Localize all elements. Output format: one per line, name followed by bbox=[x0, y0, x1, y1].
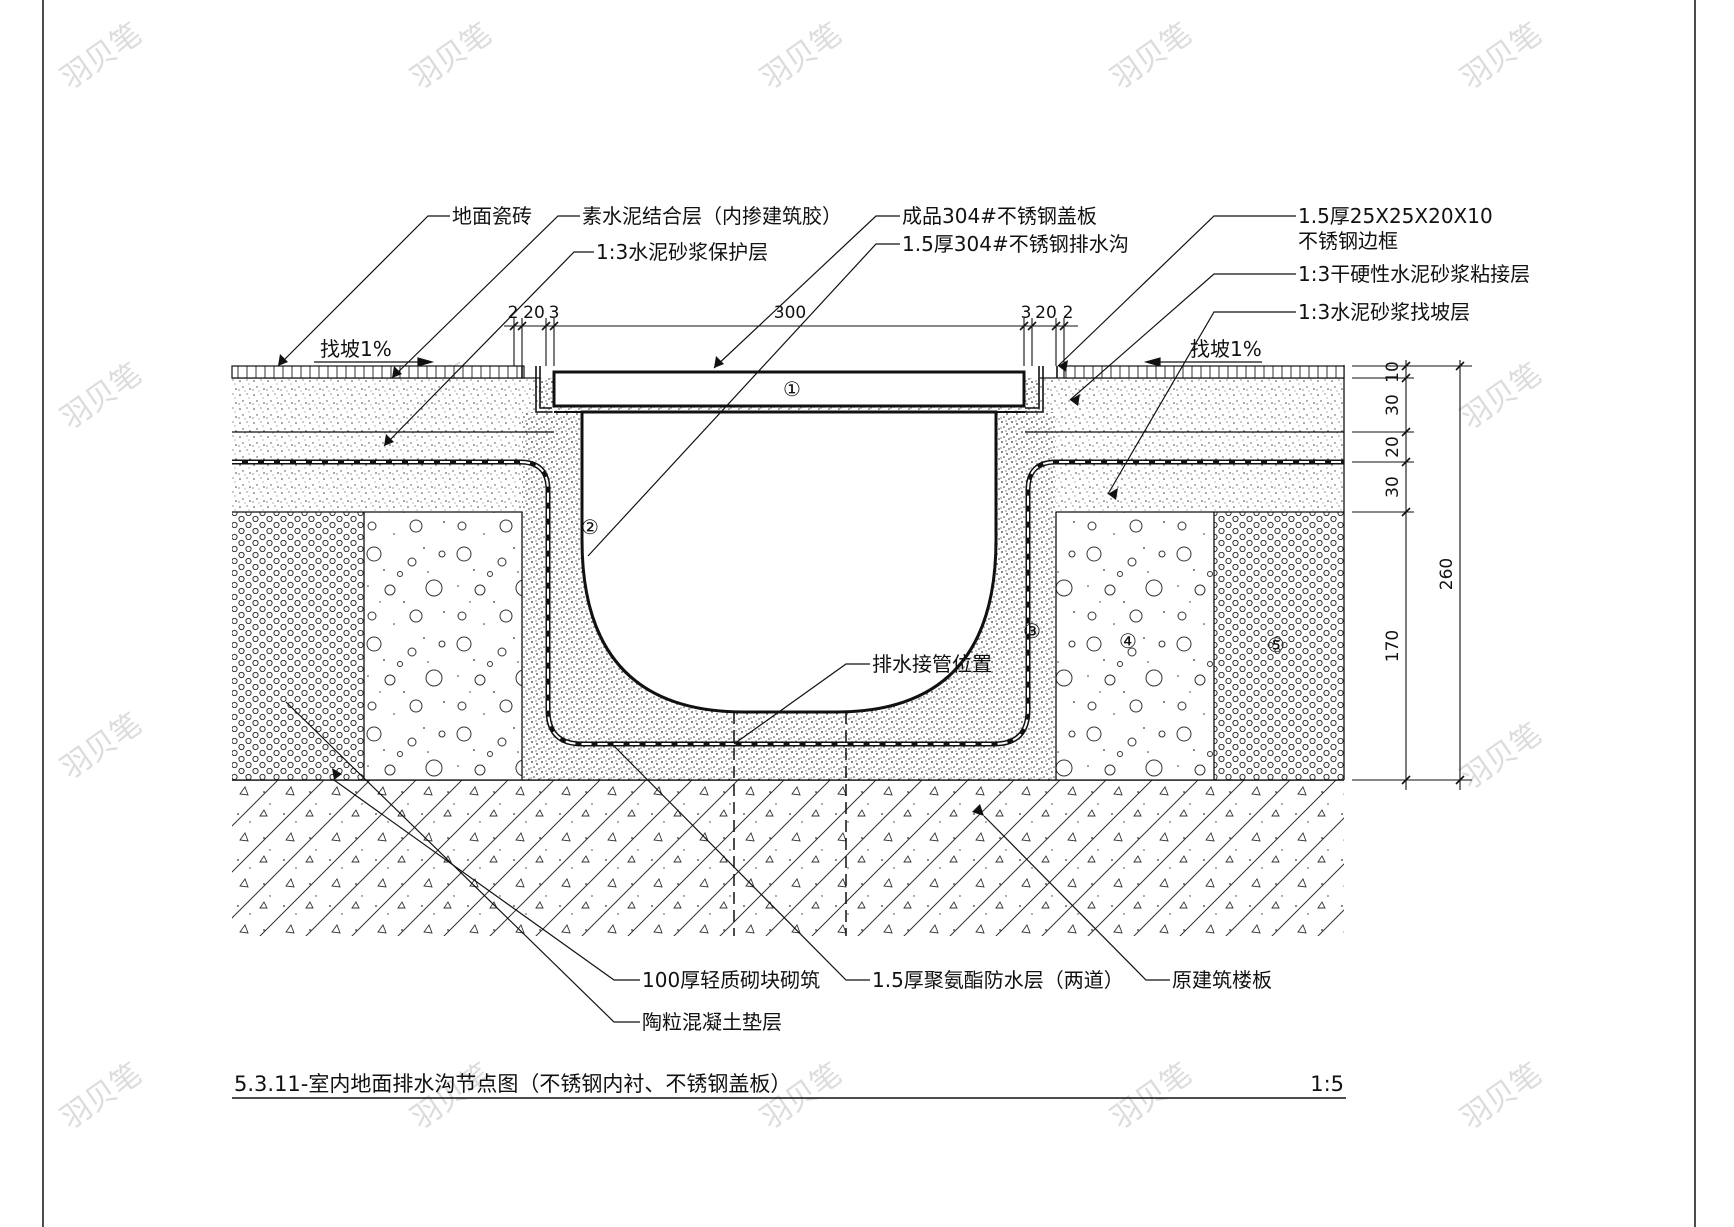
top-dimensions bbox=[504, 318, 1078, 366]
label-waterproof: 1.5厚聚氨酯防水层（两道） bbox=[872, 968, 1124, 992]
channel-liner bbox=[580, 410, 998, 714]
dim-right-0: 10 bbox=[1383, 361, 1403, 383]
marker-5: ⑤ bbox=[1267, 633, 1285, 657]
drain-pipe-position bbox=[733, 712, 847, 936]
watermark-mark: 羽贝笔 bbox=[755, 16, 849, 96]
drawing-scale: 1:5 bbox=[1310, 1072, 1344, 1096]
watermark-mark: 羽贝笔 bbox=[1105, 16, 1199, 96]
dim-right-1: 30 bbox=[1383, 394, 1403, 416]
dim-top-right-2: 2 bbox=[1063, 303, 1074, 323]
drawing-title: 5.3.11-室内地面排水沟节点图（不锈钢内衬、不锈钢盖板） bbox=[234, 1072, 791, 1096]
label-drain-pipe: 排水接管位置 bbox=[872, 652, 992, 676]
watermark-mark: 羽贝笔 bbox=[55, 16, 149, 96]
marker-2: ② bbox=[581, 515, 599, 539]
ceramsite-pad-right bbox=[1214, 512, 1344, 780]
block-masonry-right bbox=[1056, 512, 1214, 780]
dim-right-3: 30 bbox=[1383, 476, 1403, 498]
label-frame-line1: 1.5厚25X25X20X10 bbox=[1298, 204, 1493, 228]
watermark-mark: 羽贝笔 bbox=[1455, 16, 1549, 96]
right-dimension-text: 10 30 20 30 170 260 bbox=[1383, 361, 1457, 662]
dim-top-left-0: 2 bbox=[508, 303, 519, 323]
stainless-frame-right bbox=[1025, 366, 1058, 413]
label-channel: 1.5厚304#不锈钢排水沟 bbox=[902, 232, 1129, 256]
leader-arrows bbox=[278, 354, 1118, 816]
watermark-mark: 羽贝笔 bbox=[1455, 716, 1549, 796]
label-tile: 地面瓷砖 bbox=[452, 204, 532, 228]
slope-arrows bbox=[314, 357, 1262, 367]
label-slope-left: 找坡1% bbox=[320, 337, 392, 361]
watermark-mark: 羽贝笔 bbox=[1455, 1056, 1549, 1136]
right-dimensions bbox=[1352, 360, 1472, 790]
title-block: 5.3.11-室内地面排水沟节点图（不锈钢内衬、不锈钢盖板） 1:5 bbox=[232, 1072, 1346, 1099]
floor-tile-right bbox=[1063, 365, 1345, 379]
label-cover-plate: 成品304#不锈钢盖板 bbox=[902, 204, 1097, 228]
watermark-mark: 羽贝笔 bbox=[405, 1056, 499, 1136]
labels: 地面瓷砖 素水泥结合层（内掺建筑胶） 1:3水泥砂浆保护层 成品304#不锈钢盖… bbox=[320, 204, 1530, 1034]
floor-tile-left bbox=[231, 365, 525, 379]
dim-right-4: 170 bbox=[1383, 630, 1403, 662]
marker-4: ④ bbox=[1119, 629, 1137, 653]
dim-top-left-2: 3 bbox=[549, 303, 560, 323]
marker-1: ① bbox=[783, 377, 801, 401]
dim-top-width: 300 bbox=[774, 303, 806, 323]
ceramsite-pad-left bbox=[232, 512, 364, 780]
watermark-mark: 羽贝笔 bbox=[55, 706, 149, 786]
dim-top-right-1: 20 bbox=[1035, 303, 1057, 323]
waterproof-membrane bbox=[232, 459, 1344, 747]
dim-right-2: 20 bbox=[1383, 436, 1403, 458]
label-frame-line2: 不锈钢边框 bbox=[1298, 229, 1398, 253]
label-dry-mortar: 1:3干硬性水泥砂浆粘接层 bbox=[1298, 262, 1530, 286]
watermark-mark: 羽贝笔 bbox=[1105, 1056, 1199, 1136]
sheet-border bbox=[42, 0, 1696, 1227]
marker-3: ③ bbox=[1023, 619, 1041, 643]
dim-top-left-1: 20 bbox=[523, 303, 545, 323]
label-ceramsite: 陶粒混凝土垫层 bbox=[642, 1010, 782, 1034]
dim-top-right-0: 3 bbox=[1021, 303, 1032, 323]
watermark-mark: 羽贝笔 bbox=[55, 356, 149, 436]
label-slope-mortar: 1:3水泥砂浆找坡层 bbox=[1298, 300, 1470, 324]
watermark-mark: 羽贝笔 bbox=[755, 1056, 849, 1136]
label-cement-bond: 素水泥结合层（内掺建筑胶） bbox=[582, 204, 842, 228]
block-masonry-left bbox=[364, 512, 522, 780]
markers: ① ② ③ ④ ⑤ bbox=[581, 377, 1285, 657]
cover-plate bbox=[552, 370, 1026, 408]
watermark-mark: 羽贝笔 bbox=[1455, 356, 1549, 436]
label-slab: 原建筑楼板 bbox=[1172, 968, 1272, 992]
dim-right-total: 260 bbox=[1437, 558, 1457, 590]
watermark-mark: 羽贝笔 bbox=[55, 1056, 149, 1136]
label-protect-layer: 1:3水泥砂浆保护层 bbox=[596, 240, 768, 264]
watermark-mark: 羽贝笔 bbox=[405, 16, 499, 96]
top-dimension-text: 2 20 3 300 3 20 2 bbox=[508, 303, 1074, 323]
structural-slab bbox=[232, 780, 1344, 936]
stainless-frame-left bbox=[521, 366, 552, 413]
label-block: 100厚轻质砌块砌筑 bbox=[642, 968, 820, 992]
leader-lines bbox=[277, 215, 1296, 1023]
label-slope-right: 找坡1% bbox=[1190, 337, 1262, 361]
section-drawing bbox=[231, 365, 1345, 936]
